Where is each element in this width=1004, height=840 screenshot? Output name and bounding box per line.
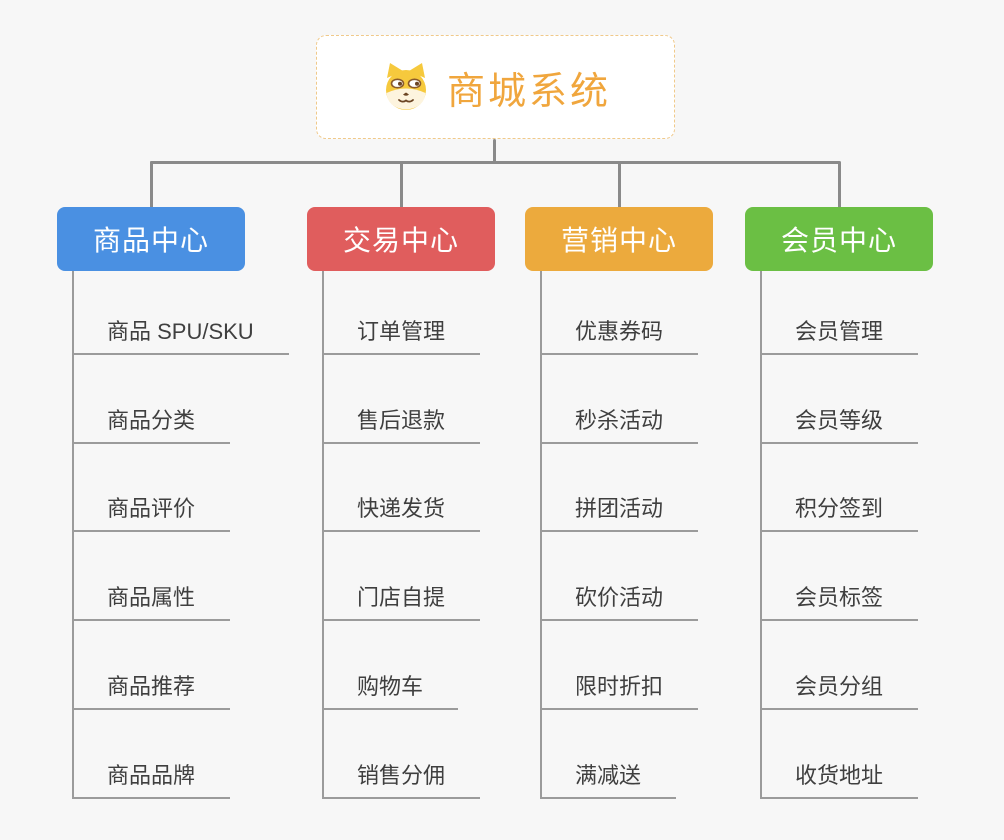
connector-horizontal-bus bbox=[150, 161, 840, 164]
shiba-dog-icon bbox=[380, 62, 432, 112]
branch-header-1[interactable]: 交易中心 bbox=[307, 207, 495, 271]
node-label: 商品推荐 bbox=[107, 673, 196, 699]
mindmap-node[interactable]: 满减送 bbox=[540, 749, 677, 799]
mindmap-node[interactable]: 拼团活动 bbox=[540, 482, 699, 533]
branch-connector-spine bbox=[72, 271, 74, 799]
node-label: 满减送 bbox=[575, 762, 642, 788]
branch-header-2[interactable]: 营销中心 bbox=[525, 207, 713, 271]
connector-branch-drop bbox=[149, 161, 153, 209]
mindmap-node[interactable]: 会员等级 bbox=[760, 394, 919, 444]
node-label: 砍价活动 bbox=[575, 585, 664, 611]
mindmap-node[interactable]: 优惠券码 bbox=[540, 305, 699, 355]
mindmap-node[interactable]: 售后退款 bbox=[322, 394, 481, 444]
node-label: 快递发货 bbox=[357, 496, 446, 522]
branch-label: 交易中心 bbox=[342, 225, 459, 256]
mindmap-node[interactable]: 会员分组 bbox=[760, 660, 919, 710]
node-label: 商品属性 bbox=[107, 585, 196, 611]
mindmap-node[interactable]: 门店自提 bbox=[322, 571, 481, 622]
root-node[interactable]: 商城系统 bbox=[316, 35, 675, 139]
branch-connector-spine bbox=[760, 271, 762, 799]
mindmap-node[interactable]: 会员管理 bbox=[760, 305, 919, 355]
branch-label: 会员中心 bbox=[780, 225, 897, 256]
node-label: 商品品牌 bbox=[107, 762, 196, 788]
connector-branch-drop bbox=[837, 161, 841, 209]
node-label: 商品评价 bbox=[107, 496, 196, 522]
connector-branch-drop bbox=[399, 161, 403, 209]
mindmap-node[interactable]: 砍价活动 bbox=[540, 571, 699, 622]
mindmap-node[interactable]: 快递发货 bbox=[322, 482, 481, 533]
branch-connector-spine bbox=[322, 271, 324, 799]
node-label: 会员管理 bbox=[795, 319, 884, 344]
mindmap-node[interactable]: 订单管理 bbox=[322, 305, 481, 355]
node-label: 会员标签 bbox=[795, 585, 884, 611]
mindmap-node[interactable]: 商品 SPU/SKU bbox=[72, 305, 289, 355]
node-label: 售后退款 bbox=[357, 407, 446, 433]
mindmap-node[interactable]: 会员标签 bbox=[760, 571, 919, 622]
mindmap-node[interactable]: 商品分类 bbox=[72, 394, 231, 444]
mindmap-node[interactable]: 购物车 bbox=[322, 660, 459, 710]
node-label: 商品分类 bbox=[107, 407, 196, 433]
node-label: 购物车 bbox=[357, 673, 424, 699]
node-label: 秒杀活动 bbox=[575, 407, 664, 433]
mindmap-node[interactable]: 收货地址 bbox=[760, 749, 919, 799]
branch-header-0[interactable]: 商品中心 bbox=[57, 207, 245, 271]
node-label: 门店自提 bbox=[357, 585, 446, 611]
branch-connector-spine bbox=[540, 271, 542, 799]
node-label: 订单管理 bbox=[357, 319, 446, 344]
mindmap-node[interactable]: 积分签到 bbox=[760, 482, 919, 533]
node-label: 销售分佣 bbox=[357, 762, 446, 788]
mindmap-node[interactable]: 商品品牌 bbox=[72, 749, 231, 799]
node-label: 积分签到 bbox=[795, 496, 884, 522]
connector-branch-drop bbox=[617, 161, 621, 209]
mindmap-node[interactable]: 商品推荐 bbox=[72, 660, 231, 710]
node-label: 优惠券码 bbox=[575, 319, 664, 344]
root-title: 商城系统 bbox=[446, 70, 611, 113]
branch-header-3[interactable]: 会员中心 bbox=[745, 207, 933, 271]
mindmap-node[interactable]: 商品评价 bbox=[72, 482, 231, 533]
branch-label: 商品中心 bbox=[92, 225, 209, 256]
mindmap-node[interactable]: 商品属性 bbox=[72, 571, 231, 622]
node-label: 限时折扣 bbox=[575, 673, 664, 699]
node-label: 拼团活动 bbox=[575, 496, 664, 522]
connector-root-stub bbox=[493, 139, 496, 164]
mindmap-node[interactable]: 秒杀活动 bbox=[540, 394, 699, 444]
node-label: 会员分组 bbox=[795, 673, 884, 699]
mindmap-node[interactable]: 销售分佣 bbox=[322, 749, 481, 799]
node-label: 会员等级 bbox=[795, 407, 884, 433]
mindmap-node[interactable]: 限时折扣 bbox=[540, 660, 699, 710]
node-label: 收货地址 bbox=[795, 762, 884, 788]
branch-label: 营销中心 bbox=[560, 225, 677, 256]
node-label: 商品 SPU/SKU bbox=[107, 319, 254, 344]
